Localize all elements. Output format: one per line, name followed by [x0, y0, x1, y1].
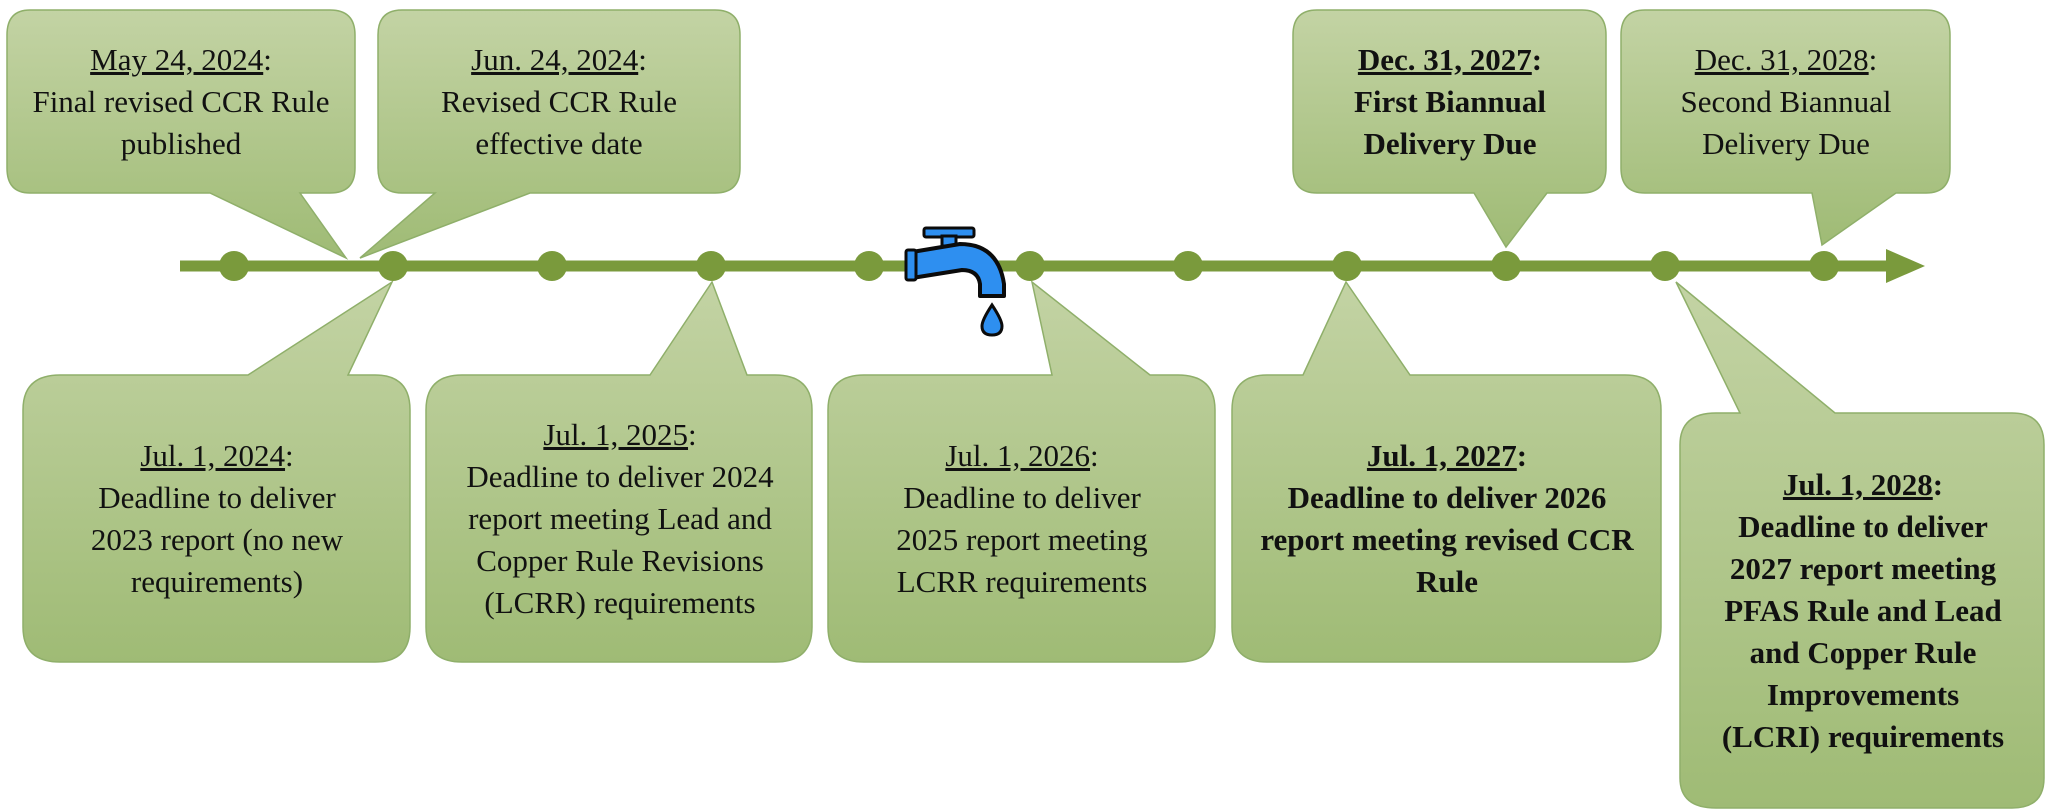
callout-dec-2027-shape	[1292, 9, 1607, 249]
date-colon: :	[1868, 42, 1878, 77]
event-description: Deadline to deliver 2023 report (no new …	[90, 480, 344, 599]
timeline-ticks	[219, 251, 1839, 281]
tick-dot	[1173, 251, 1203, 281]
event-date: Dec. 31, 2027	[1357, 42, 1532, 77]
date-colon: :	[638, 42, 647, 77]
event-description: Deadline to deliver 2027 report meeting …	[1721, 509, 2005, 754]
tick-dot	[696, 251, 726, 281]
event-description: First Biannual Delivery Due	[1353, 84, 1547, 161]
event-description: Deadline to deliver 2025 report meeting …	[896, 480, 1148, 599]
date-colon: :	[1531, 42, 1543, 77]
date-colon: :	[688, 417, 697, 452]
tick-dot	[219, 251, 249, 281]
timeline-arrowhead	[1886, 249, 1925, 283]
event-date: Jul. 1, 2026	[945, 438, 1091, 473]
callout-jul-2026: Jul. 1, 2026: Deadline to deliver 2025 r…	[834, 380, 1210, 658]
event-description: Deadline to deliver 2024 report meeting …	[466, 459, 774, 620]
tick-dot	[1650, 251, 1680, 281]
tick-dot	[1809, 251, 1839, 281]
callout-jul-2027: Jul. 1, 2027: Deadline to deliver 2026 r…	[1238, 380, 1656, 658]
callout-jul-2025-shape	[425, 280, 813, 663]
callout-jun-2024: Jun. 24, 2024: Revised CCR Rule effectiv…	[384, 14, 734, 190]
callout-may-2024: May 24, 2024: Final revised CCR Rule pub…	[14, 14, 348, 190]
event-date: Jul. 1, 2027	[1366, 438, 1517, 473]
tick-dot	[1491, 251, 1521, 281]
event-date: Dec. 31, 2028	[1694, 42, 1869, 77]
callout-dec-2027: Dec. 31, 2027: First Biannual Delivery D…	[1298, 14, 1602, 190]
event-date: Jul. 1, 2024	[140, 438, 286, 473]
callout-jun-2024-shape	[359, 9, 741, 259]
date-colon: :	[1516, 438, 1528, 473]
callout-jul-2024: Jul. 1, 2024: Deadline to deliver 2023 r…	[28, 380, 406, 658]
event-date: Jul. 1, 2025	[543, 417, 689, 452]
tick-dot	[1332, 251, 1362, 281]
water-faucet-icon	[904, 226, 1006, 337]
tick-dot	[378, 251, 408, 281]
event-description: Final revised CCR Rule published	[32, 84, 330, 161]
date-colon: :	[285, 438, 294, 473]
event-description: Revised CCR Rule effective date	[441, 84, 677, 161]
date-colon: :	[1090, 438, 1099, 473]
tick-dot	[1015, 251, 1045, 281]
callout-may-2024-shape	[6, 9, 356, 260]
callout-jul-2024-shape	[22, 279, 411, 663]
date-colon: :	[1932, 467, 1944, 502]
callout-dec-2028-shape	[1620, 9, 1951, 247]
callout-jul-2028: Jul. 1, 2028: Deadline to deliver 2027 r…	[1686, 418, 2040, 804]
callout-jul-2027-shape	[1231, 280, 1662, 663]
date-colon: :	[263, 42, 272, 77]
tick-dot	[854, 251, 884, 281]
callout-dec-2028: Dec. 31, 2028: Second Biannual Delivery …	[1626, 14, 1946, 190]
event-date: May 24, 2024	[90, 42, 264, 77]
event-description: Second Biannual Delivery Due	[1680, 84, 1892, 161]
event-description: Deadline to deliver 2026 report meeting …	[1260, 480, 1634, 599]
callout-jul-2026-shape	[827, 280, 1216, 663]
callout-jul-2025: Jul. 1, 2025: Deadline to deliver 2024 r…	[432, 380, 808, 658]
event-date: Jun. 24, 2024	[471, 42, 639, 77]
tick-dot	[537, 251, 567, 281]
event-date: Jul. 1, 2028	[1782, 467, 1933, 502]
callout-jul-2028-shape	[1675, 281, 2045, 809]
